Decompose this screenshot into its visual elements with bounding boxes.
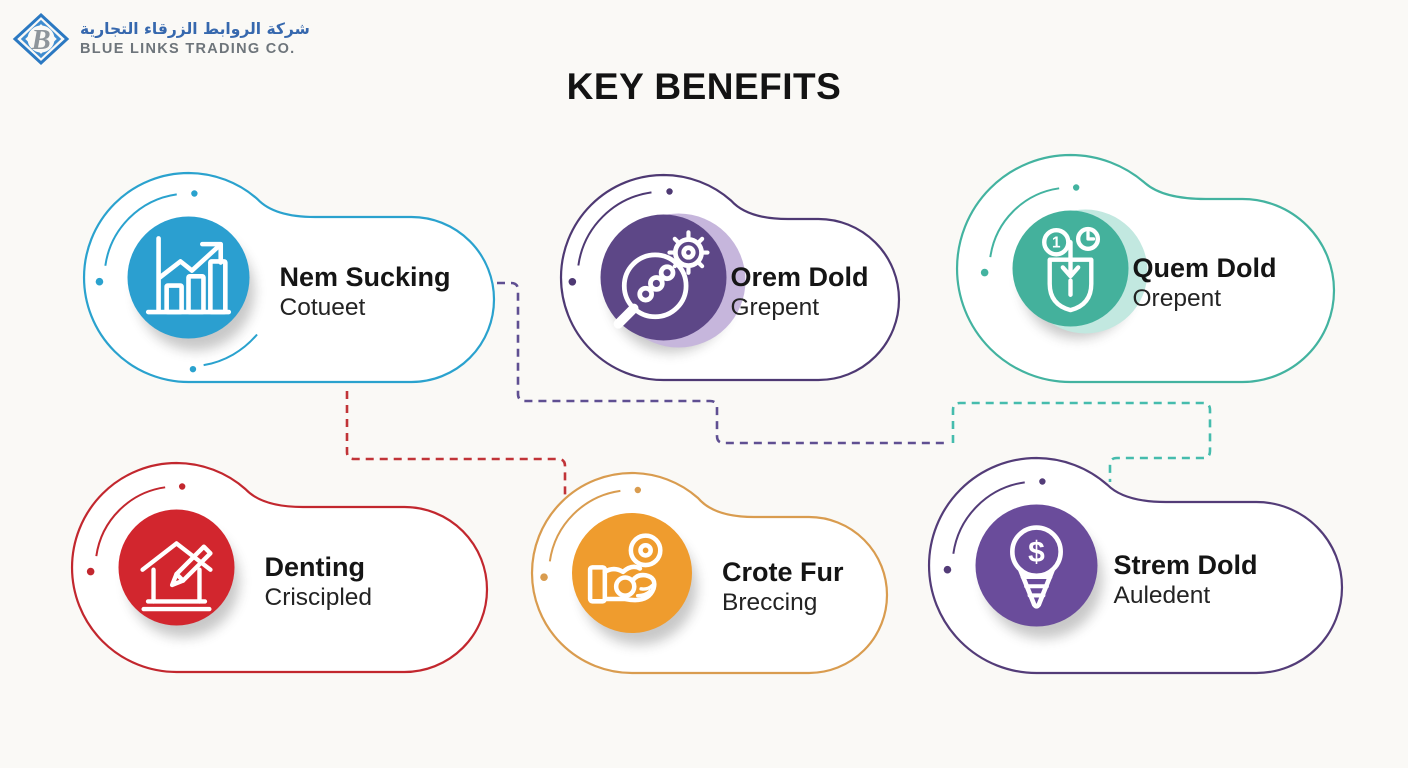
card-blob-art	[82, 171, 496, 384]
benefit-title: Quem Dold	[1132, 252, 1277, 283]
logo-monogram: B	[30, 24, 50, 56]
logo-english-name: BLUE LINKS TRADING CO.	[80, 40, 296, 57]
card-blob-art	[70, 461, 489, 674]
decorative-dot	[191, 190, 198, 197]
decorative-dot	[980, 268, 989, 277]
benefit-card-denting: Denting Criscipled	[68, 460, 490, 675]
svg-text:1: 1	[1052, 235, 1061, 252]
decorative-arc	[577, 191, 652, 266]
decorative-dot	[178, 483, 186, 490]
card-text: Crote Fur Breccing	[722, 556, 844, 618]
decorative-arc	[104, 193, 177, 266]
hand-coin-icon	[587, 533, 663, 604]
company-logo: B شركة الروابط الزرقاء التجارية BLUE LIN…	[12, 12, 310, 66]
card-blob-art: 1	[955, 153, 1336, 384]
benefit-title: Denting	[264, 551, 366, 582]
benefit-card-crote-fur: Crote Fur Breccing	[528, 470, 890, 676]
card-blob-art: $	[927, 456, 1344, 675]
benefit-subtitle: Auledent	[1113, 581, 1211, 609]
benefit-title: Crote Fur	[722, 557, 844, 587]
decorative-dot	[1072, 184, 1080, 191]
icon-circle	[118, 509, 235, 626]
benefit-subtitle: Grepent	[730, 293, 820, 321]
decorative-dot	[189, 365, 197, 373]
decorative-arc	[203, 333, 258, 367]
decorative-dot	[568, 278, 577, 286]
logo-arabic-name: شركة الروابط الزرقاء التجارية	[80, 20, 310, 39]
logo-diamond-icon: B	[12, 12, 70, 66]
shield-clock-icon: 1	[1042, 226, 1101, 313]
decorative-arc	[989, 187, 1060, 258]
card-text: Orem Dold Grepent	[731, 261, 869, 323]
card-text: Strem Dold Auledent	[1114, 549, 1258, 611]
benefit-subtitle: Criscipled	[264, 583, 373, 611]
house-pencil-icon	[140, 541, 213, 612]
logo-monogram-bg	[27, 25, 55, 53]
bar-chart-growth-icon	[145, 236, 232, 315]
benefit-card-quem-dold: 1 Quem Dold Orepent	[953, 152, 1337, 385]
decorative-dot	[95, 277, 104, 286]
benefit-subtitle: Cotueet	[279, 293, 366, 321]
card-text: Quem Dold Orepent	[1133, 252, 1277, 314]
card-blob-art	[530, 471, 889, 675]
card-blob-art	[559, 173, 901, 382]
dollar-bulb-icon: $	[1010, 525, 1063, 609]
benefit-card-orem-dold: Orem Dold Grepent	[557, 172, 902, 383]
decorative-dot	[666, 188, 673, 195]
decorative-dot	[86, 567, 95, 576]
benefit-title: Nem Sucking	[279, 261, 451, 292]
decorative-arc	[95, 486, 166, 557]
decorative-arc	[548, 489, 621, 562]
card-text: Nem Sucking Cotueet	[280, 261, 451, 323]
benefit-title: Orem Dold	[730, 261, 869, 292]
benefit-subtitle: Breccing	[722, 589, 818, 616]
search-gears-icon	[613, 230, 710, 329]
decorative-dot	[634, 486, 642, 494]
decorative-dot	[1039, 478, 1046, 485]
benefit-subtitle: Orepent	[1132, 284, 1222, 312]
benefit-card-nem-sucking: Nem Sucking Cotueet	[80, 170, 497, 385]
benefit-card-strem-dold: $ Strem Dold Auledent	[925, 455, 1345, 676]
benefit-title: Strem Dold	[1113, 549, 1258, 580]
card-text: Denting Criscipled	[265, 551, 373, 613]
icon-circle	[975, 504, 1098, 627]
svg-text:$: $	[1028, 536, 1045, 569]
decorative-dot	[540, 573, 548, 581]
logo-text: شركة الروابط الزرقاء التجارية BLUE LINKS…	[80, 20, 310, 58]
decorative-dot	[943, 565, 952, 574]
page-title: KEY BENEFITS	[566, 66, 842, 107]
decorative-arc	[952, 481, 1025, 554]
